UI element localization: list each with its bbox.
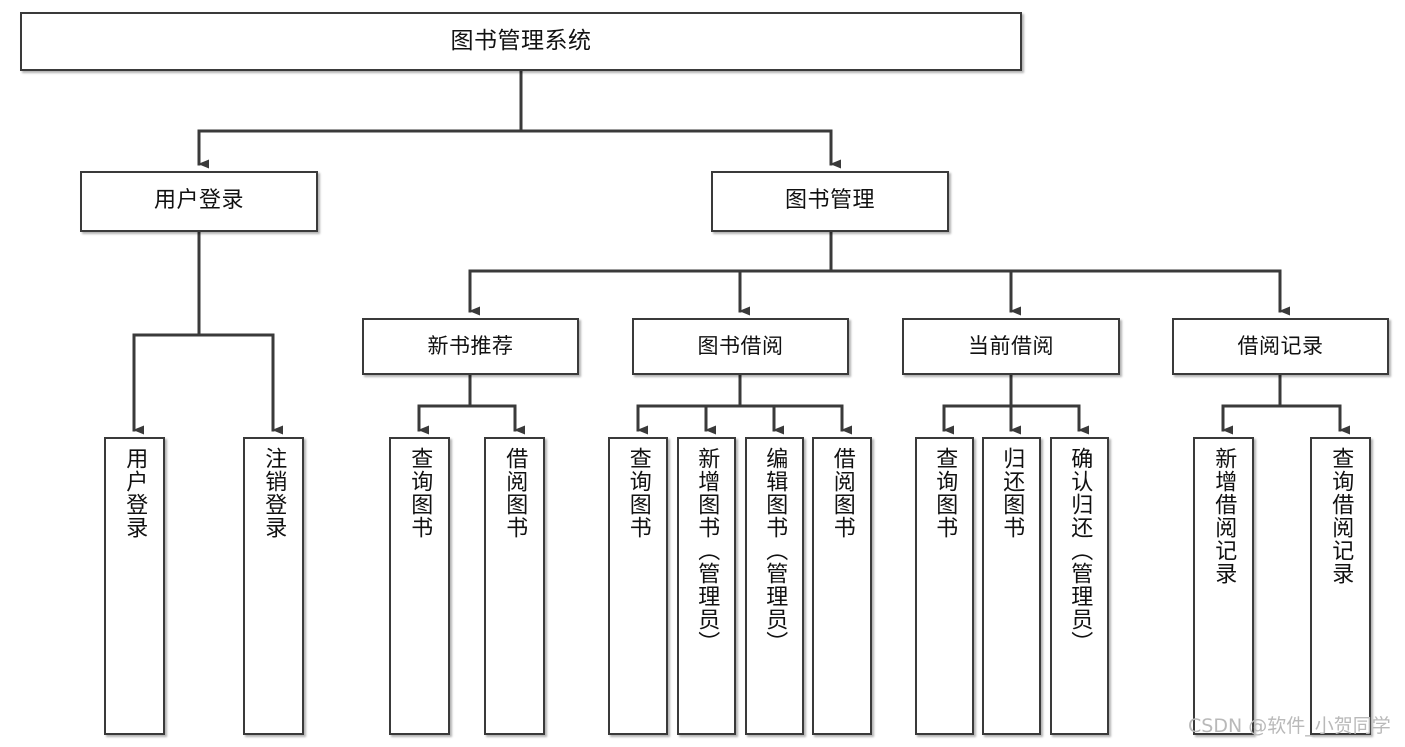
node-label: 当前借阅 [968, 333, 1054, 358]
leaf-user-login[interactable]: 用户登录 [104, 437, 165, 735]
node-label: 用户登录 [122, 447, 148, 539]
leaf-borrow-books-recommend[interactable]: 借阅图书 [484, 437, 545, 735]
node-label: 新书推荐 [427, 333, 514, 358]
leaf-query-books-recommend[interactable]: 查询图书 [389, 437, 450, 735]
node-label: 新增借阅记录 [1211, 447, 1237, 585]
node-book-management[interactable]: 图书管理 [711, 171, 949, 232]
node-label: 查询图书 [407, 447, 433, 539]
node-label: 确认归还（管理员） [1067, 447, 1093, 654]
node-label: 图书借阅 [697, 333, 784, 358]
node-borrow-records[interactable]: 借阅记录 [1172, 318, 1389, 375]
node-label: 借阅图书 [502, 447, 528, 539]
node-label: 借阅记录 [1237, 333, 1324, 358]
leaf-logout[interactable]: 注销登录 [243, 437, 304, 735]
node-label: 新增图书（管理员） [694, 447, 720, 654]
leaf-borrow-books[interactable]: 借阅图书 [812, 437, 872, 735]
leaf-edit-book-admin[interactable]: 编辑图书（管理员） [745, 437, 804, 735]
node-label: 查询图书 [932, 447, 958, 539]
node-label: 归还图书 [999, 447, 1025, 539]
node-label: 用户登录 [153, 188, 244, 214]
node-label: 注销登录 [261, 447, 287, 539]
node-book-management-system[interactable]: 图书管理系统 [20, 12, 1022, 71]
node-label: 图书管理系统 [450, 27, 592, 54]
node-label: 查询图书 [625, 447, 651, 539]
node-user-login[interactable]: 用户登录 [80, 171, 318, 232]
node-book-borrow[interactable]: 图书借阅 [632, 318, 849, 375]
node-current-borrow[interactable]: 当前借阅 [902, 318, 1120, 375]
node-label: 查询借阅记录 [1328, 447, 1354, 585]
watermark-text: CSDN @软件_小贺同学 [1188, 715, 1391, 737]
leaf-confirm-return-admin[interactable]: 确认归还（管理员） [1050, 437, 1109, 735]
leaf-query-borrow-record[interactable]: 查询借阅记录 [1310, 437, 1371, 735]
leaf-return-books[interactable]: 归还图书 [982, 437, 1041, 735]
node-label: 借阅图书 [829, 447, 855, 539]
leaf-query-books-current[interactable]: 查询图书 [915, 437, 974, 735]
leaf-add-book-admin[interactable]: 新增图书（管理员） [677, 437, 736, 735]
leaf-query-books-borrow[interactable]: 查询图书 [608, 437, 668, 735]
node-label: 图书管理 [784, 188, 875, 214]
node-new-book-recommend[interactable]: 新书推荐 [362, 318, 579, 375]
leaf-add-borrow-record[interactable]: 新增借阅记录 [1193, 437, 1254, 735]
node-label: 编辑图书（管理员） [762, 447, 788, 654]
